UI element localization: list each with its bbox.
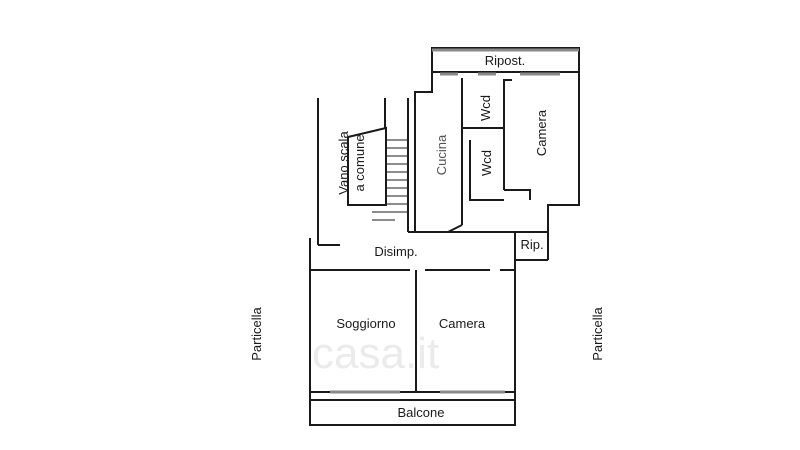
cucina-door xyxy=(447,224,463,233)
ripost-room xyxy=(431,47,580,73)
boundary-label-left: Particella xyxy=(249,306,264,360)
camera-upper-door-wall xyxy=(504,189,531,200)
upper-right-outer-wall xyxy=(547,72,580,260)
stair-treads xyxy=(372,139,408,221)
wcd-lower-walls xyxy=(469,140,504,201)
room-label-ripost: Ripost. xyxy=(485,53,525,68)
room-label-vano-scala-2: a comune xyxy=(352,134,367,191)
room-label-wcd-upper: Wcd xyxy=(478,95,493,121)
watermark-logo: casa.it xyxy=(312,329,439,378)
camera-upper-wall xyxy=(503,79,512,96)
balcone-outline xyxy=(309,399,516,426)
room-label-camera-upper: Camera xyxy=(534,109,549,156)
room-label-wcd-lower: Wcd xyxy=(479,150,494,176)
boundary-label-right: Particella xyxy=(590,306,605,360)
room-label-soggiorno: Soggiorno xyxy=(336,316,395,331)
room-label-disimp: Disimp. xyxy=(374,244,417,259)
room-label-cucina: Cucina xyxy=(434,134,449,175)
stair-landing xyxy=(347,126,387,206)
room-label-rip: Rip. xyxy=(520,237,543,252)
room-label-vano-scala-1: Vano scala xyxy=(336,131,351,195)
room-label-camera-lower: Camera xyxy=(439,316,486,331)
room-label-balcone: Balcone xyxy=(398,405,445,420)
upper-left-outer-wall xyxy=(414,72,433,232)
windows xyxy=(330,72,560,394)
